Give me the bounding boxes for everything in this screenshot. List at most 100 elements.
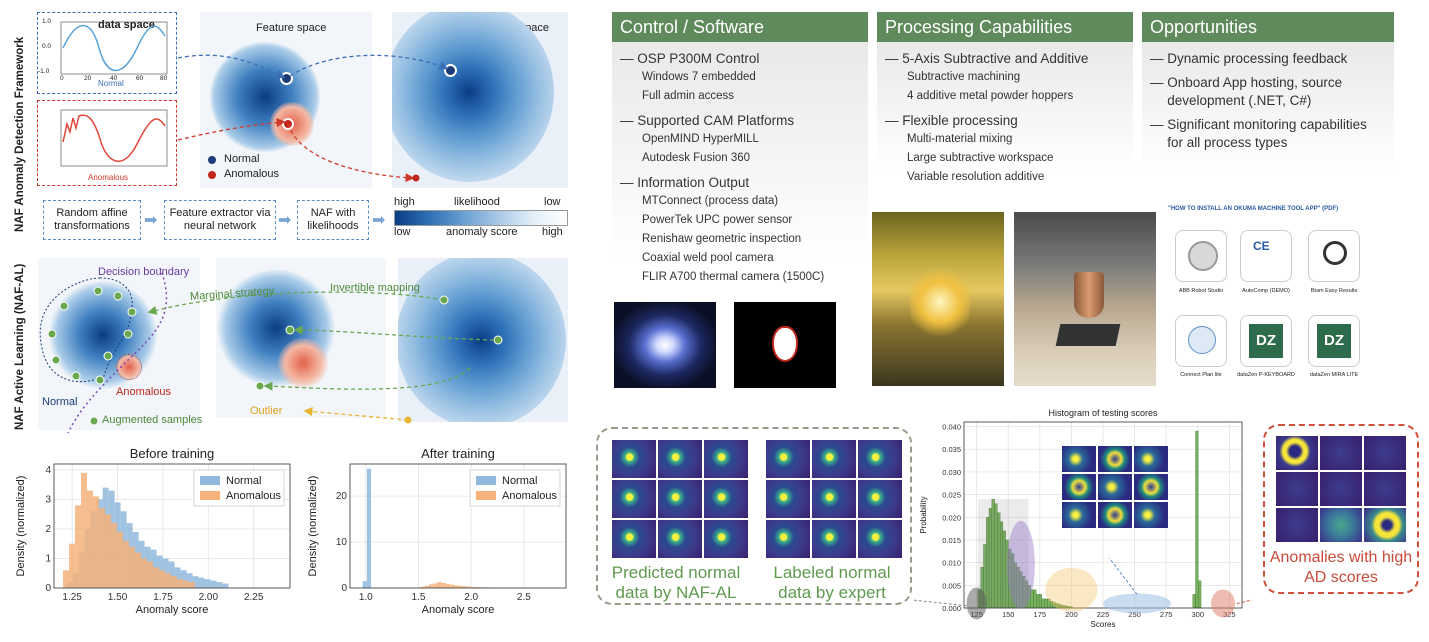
data-space-box: data space Normal 1.0 0.0 -1.0 0 20 40 6…	[37, 12, 177, 94]
purple-highlight	[1006, 520, 1035, 609]
al-normal-label: Normal	[42, 396, 78, 408]
x-tick-label: 2.25	[244, 592, 264, 603]
plot-frame	[349, 463, 567, 589]
dashed-pointer	[1236, 599, 1252, 604]
thumbnail-cell	[1276, 472, 1318, 506]
processing-sub: Variable resolution additive	[907, 171, 1045, 183]
app-label: AutoComp (DEMO)	[1242, 288, 1290, 294]
histogram-bar	[462, 586, 467, 588]
legend-label: Anomalous	[226, 490, 282, 502]
sine-xtick: 0	[60, 75, 64, 82]
y-tick-label: 0.015	[942, 536, 961, 545]
app-connect-plan[interactable]	[1175, 315, 1227, 367]
histogram-bar	[1036, 594, 1040, 609]
histogram-bar	[433, 583, 438, 588]
thumbnail-cell	[658, 520, 702, 558]
predicted-normal-grid	[612, 440, 748, 558]
histogram-bar	[186, 573, 193, 588]
thumbnail-cell	[1062, 446, 1096, 472]
colorbar	[394, 210, 568, 226]
x-tick-label: 2.00	[199, 592, 219, 603]
histogram-bar	[192, 576, 199, 588]
histogram-bar	[475, 587, 480, 588]
thumbnail-cell	[1364, 436, 1406, 470]
y-axis-label: Density (normalized)	[307, 476, 319, 577]
histogram-bar	[168, 561, 175, 588]
plot-frame	[963, 421, 1243, 609]
grey-overlay	[977, 499, 1029, 608]
thumbnail-cell	[612, 440, 656, 478]
legend-anomalous: Anomalous	[224, 168, 280, 180]
sine-ytick: 1.0	[42, 18, 52, 25]
control-sub: Windows 7 embedded	[642, 71, 756, 83]
thumbnail-cell	[704, 520, 748, 558]
y-tick-label: 0.020	[942, 513, 961, 522]
copper-nozzle	[1074, 272, 1104, 318]
app-btam[interactable]	[1308, 230, 1360, 282]
app-label: dataZen MIRA LITE	[1309, 372, 1359, 378]
histogram-bar	[69, 543, 76, 588]
x-axis-label: Anomaly score	[422, 604, 495, 616]
thermal-blob	[774, 328, 796, 360]
histogram-bar	[198, 577, 205, 588]
thumbnail-cell	[812, 440, 856, 478]
processing-item-title: — Flexible processing	[885, 113, 1018, 128]
chart-title: Histogram of testing scores	[1048, 408, 1158, 418]
thumbnail-cell	[658, 480, 702, 518]
app-abb-robot-studio[interactable]	[1175, 230, 1227, 282]
processing-sub: Large subtractive workspace	[907, 152, 1054, 164]
app-datazen-keyboard[interactable]: DZ	[1240, 315, 1292, 367]
flow-naf-box: NAF with likelihoods	[297, 200, 369, 240]
thumbnail-cell	[766, 520, 810, 558]
dz-icon: DZ	[1317, 324, 1351, 358]
histogram-bar	[445, 583, 451, 588]
anomalous-dot-icon	[208, 170, 216, 179]
feature-anomaly-point	[282, 118, 294, 130]
x-tick-label: 1.0	[359, 592, 373, 603]
histogram-bar	[170, 576, 177, 588]
y-tick-label: 0	[45, 583, 51, 594]
processing-header: Processing Capabilities	[877, 12, 1133, 42]
al-feature-anomaly-blob	[278, 338, 328, 388]
app-autocomp[interactable]: CE	[1240, 230, 1292, 282]
histogram-bar	[1038, 594, 1042, 609]
anomaly-grid	[1276, 436, 1406, 544]
colorbar-low2: low	[394, 226, 411, 238]
latent-space-panel: Latent space	[392, 12, 568, 188]
machine-workpiece-photo	[1014, 212, 1156, 386]
control-sub: Renishaw geometric inspection	[642, 233, 802, 245]
control-item-title: — Information Output	[620, 175, 750, 190]
legend-swatch	[200, 476, 220, 485]
autocomp-icon: CE	[1253, 239, 1270, 253]
thumbnail-cell	[1276, 436, 1318, 470]
processing-sub: 4 additive metal powder hoppers	[907, 90, 1074, 102]
al-panel-1	[38, 258, 200, 430]
histogram-bar	[424, 585, 430, 588]
network-icon	[1188, 326, 1216, 354]
x-tick-label: 300	[1192, 610, 1205, 619]
histogram-bar	[174, 567, 181, 588]
app-label: ABB Robot Studio	[1178, 288, 1224, 294]
app-label: dataZen P-KEYBOARD	[1237, 372, 1295, 378]
testing-scores-histogram: 0.0000.0050.0100.0150.0200.0250.0300.035…	[912, 408, 1252, 629]
flow-feature-box: Feature extractor via neural network	[164, 200, 276, 240]
dz-icon: DZ	[1249, 324, 1283, 358]
app-datazen-mira[interactable]: DZ	[1308, 315, 1360, 367]
x-tick-label: 225	[1097, 610, 1110, 619]
blue-highlight	[1103, 593, 1172, 614]
latent-gaussian	[392, 12, 554, 182]
x-axis-label: Scores	[1091, 620, 1116, 629]
anomalous-data-box: Anomalous	[37, 100, 177, 186]
y-tick-label: 0.005	[942, 581, 961, 590]
labeled-normal-grid	[766, 440, 902, 558]
control-panel: — OSP P300M Control Windows 7 embedded F…	[612, 42, 868, 298]
control-item-title: — Supported CAM Platforms	[620, 113, 795, 128]
y-axis-label: Probability	[919, 496, 928, 533]
thumbnail-cell	[704, 480, 748, 518]
colorbar-high: high	[394, 196, 415, 208]
sine-xtick: 60	[136, 75, 144, 82]
thumbnail-cell	[1062, 502, 1096, 528]
sine-ytick: 0.0	[42, 43, 52, 50]
thumbnail-cell	[1098, 474, 1132, 500]
